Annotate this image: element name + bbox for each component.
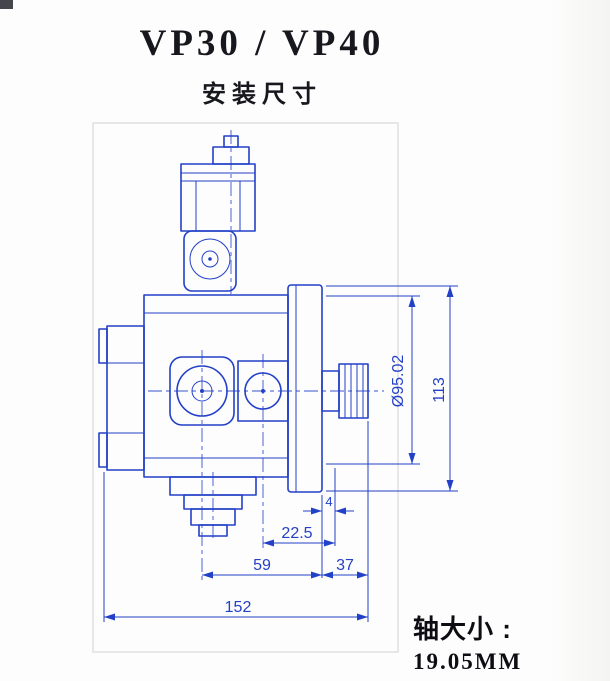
rear-tab-top: [98, 328, 108, 364]
dimension-lines: [103, 285, 458, 622]
title-block: VP30 / VP40 安装尺寸: [0, 22, 524, 109]
front-port-boss: [169, 356, 235, 426]
dim-label-body-length: 59: [253, 557, 271, 574]
dim-label-flange-height: 113: [431, 377, 448, 403]
inlet-port-boss: [183, 230, 237, 292]
shaft-size-label: 轴大小 :: [413, 614, 512, 644]
dim-label-overall-length: 152: [225, 599, 252, 616]
rear-cover: [106, 325, 145, 471]
pump-body: [143, 294, 289, 478]
center-dots: [200, 257, 265, 393]
dim-label-pilot-diameter: Ø95.02: [390, 355, 407, 408]
front-port-circle: [176, 365, 228, 417]
shaft-size-value: 19.05MM: [413, 649, 523, 674]
drawing-frame: [92, 122, 399, 653]
inlet-port-circle: [189, 238, 231, 280]
shaft-note: 轴大小 : 19.05MM: [413, 609, 522, 675]
page-title: VP30 / VP40: [139, 23, 385, 64]
shaft-seal-circle: [244, 372, 282, 410]
pump-outline: [98, 135, 369, 537]
bottom-adjuster-cap: [198, 524, 228, 537]
rear-tab-bottom: [98, 432, 108, 468]
center-lines: [148, 130, 384, 582]
dim-label-pilot-depth: 4: [325, 494, 332, 509]
mounting-flange: [287, 284, 323, 493]
dim-label-port-offset: 22.5: [281, 525, 312, 542]
page-subtitle: 安装尺寸: [202, 81, 322, 108]
shaft-spline: [338, 363, 369, 419]
dimension-arrows: [104, 286, 454, 621]
pump-details: [107, 172, 364, 492]
pressure-adjuster-body: [180, 163, 256, 232]
photo-artifact: [0, 0, 13, 9]
dim-label-shaft-length: 37: [336, 557, 354, 574]
dimension-labels: Ø95.02 113 4 22.5 59 37 152: [225, 355, 448, 616]
